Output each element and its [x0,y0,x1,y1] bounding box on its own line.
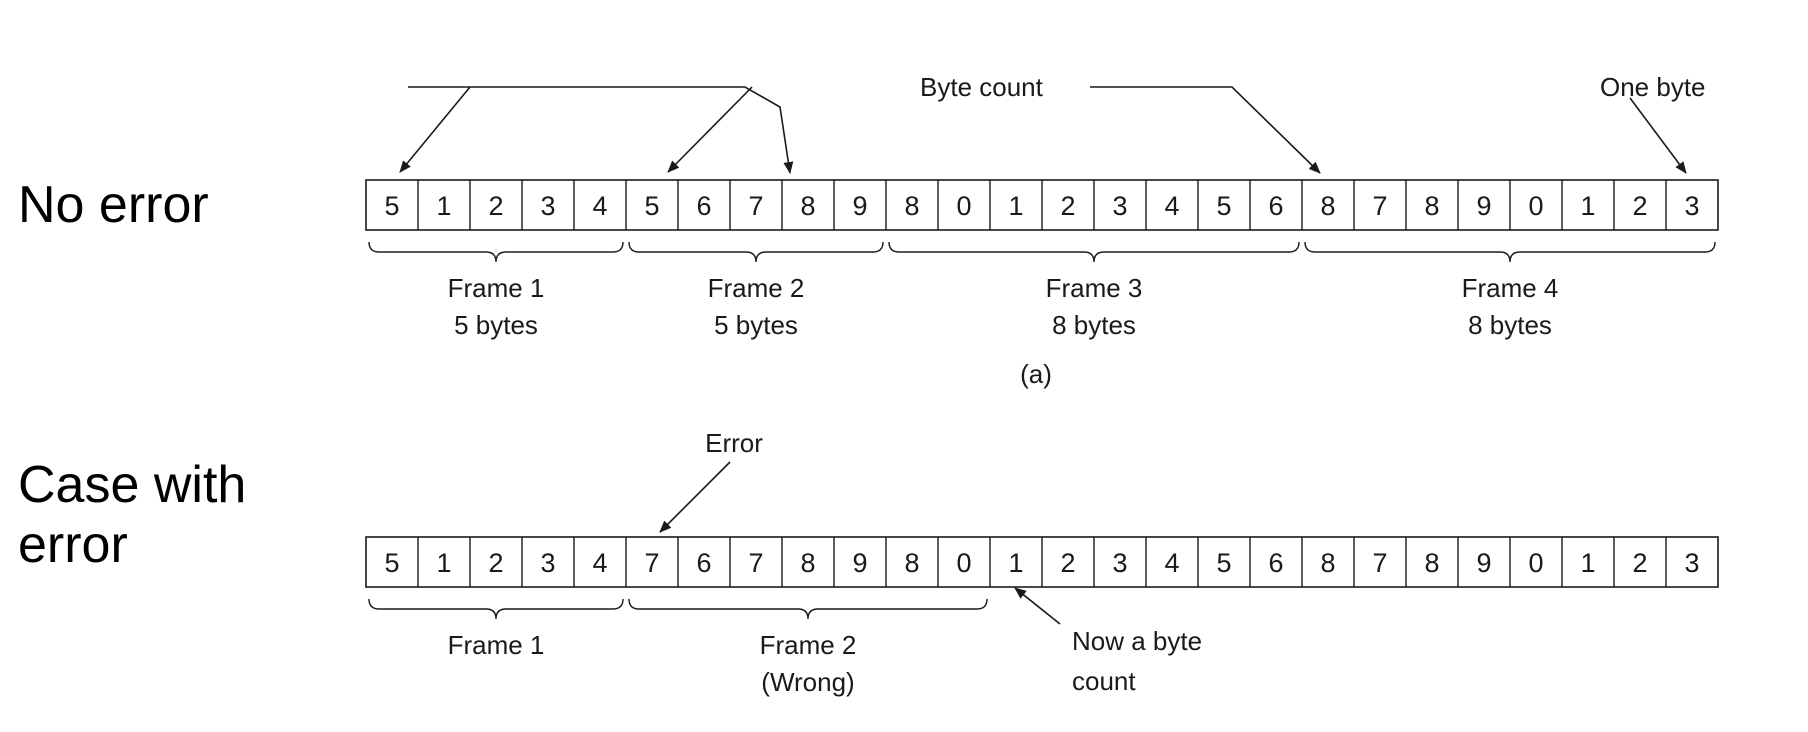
byte-count-pointer-frame2 [408,86,794,174]
row-a-byte-5: 5 [644,191,659,221]
row-b-byte-16: 5 [1216,548,1231,578]
row-a-byte-18: 8 [1320,191,1335,221]
row-b-byte-15: 4 [1164,548,1179,578]
row-b-frame-brace-1 [368,598,624,620]
row-a-byte-7: 7 [748,191,763,221]
row-b-frame-brace-2 [628,598,988,620]
error-pointer [659,461,731,533]
row-a-frame-name-4: Frame 4 [1462,273,1559,303]
row-b-frame-name-2: Frame 2 [760,630,857,660]
row-a-byte-3: 3 [540,191,555,221]
label-case-with-error-line2: error [18,516,128,574]
row-a-frame-size-1: 5 bytes [454,310,538,340]
row-a-frame-size-2: 5 bytes [714,310,798,340]
row-b-frame-name-1: Frame 1 [448,630,545,660]
row-b-byte-2: 2 [488,548,503,578]
row-b-byte-17: 6 [1268,548,1283,578]
row-a-frame-name-3: Frame 3 [1046,273,1143,303]
row-a-byte-24: 2 [1632,191,1647,221]
now-byte-count-pointer [1014,587,1061,625]
row-b-byte-9: 9 [852,548,867,578]
byte-count-pointer-frame4 [1090,86,1321,174]
row-b-byte-6: 6 [696,548,711,578]
now-byte-count-line1: Now a byte [1072,626,1202,656]
row-b-byte-5: 7 [644,548,659,578]
row-b-byte-21: 9 [1476,548,1491,578]
row-a-frame-size-4: 8 bytes [1468,310,1552,340]
row-b-byte-4: 4 [592,548,607,578]
row-b-byte-8: 8 [800,548,815,578]
row-a-frame-name-2: Frame 2 [708,273,805,303]
row-b-byte-18: 8 [1320,548,1335,578]
row-a-frame-brace-4 [1304,241,1716,263]
row-a-byte-21: 9 [1476,191,1491,221]
row-a-byte-6: 6 [696,191,711,221]
row-b-byte-24: 2 [1632,548,1647,578]
row-b-byte-0: 5 [384,548,399,578]
label-no-error: No error [18,176,209,234]
row-a-byte-23: 1 [1580,191,1595,221]
row-a-byte-20: 8 [1424,191,1439,221]
one-byte-label: One byte [1600,72,1706,102]
row-b-byte-19: 7 [1372,548,1387,578]
row-a-byte-11: 0 [956,191,971,221]
row-b-byte-25: 3 [1684,548,1699,578]
row-a-byte-4: 4 [592,191,607,221]
row-b-byte-10: 8 [904,548,919,578]
row-b-byte-22: 0 [1528,548,1543,578]
row-a-frame-brace-3 [888,241,1300,263]
byte-count-pointer-frame2b [667,86,753,173]
row-b-byte-7: 7 [748,548,763,578]
row-a-frame-size-3: 8 bytes [1052,310,1136,340]
row-a-byte-9: 9 [852,191,867,221]
row-a-byte-22: 0 [1528,191,1543,221]
row-a-byte-16: 5 [1216,191,1231,221]
caption-a: (a) [1020,359,1052,389]
row-a-frame-name-1: Frame 1 [448,273,545,303]
row-a-byte-15: 4 [1164,191,1179,221]
row-b-byte-13: 2 [1060,548,1075,578]
row-a-byte-25: 3 [1684,191,1699,221]
now-byte-count-line2: count [1072,666,1136,696]
row-a-byte-10: 8 [904,191,919,221]
row-a-byte-12: 1 [1008,191,1023,221]
row-b-byte-11: 0 [956,548,971,578]
row-a-byte-8: 8 [800,191,815,221]
row-a-byte-19: 7 [1372,191,1387,221]
row-a-byte-17: 6 [1268,191,1283,221]
row-b-byte-14: 3 [1112,548,1127,578]
row-b-byte-3: 3 [540,548,555,578]
row-a-byte-13: 2 [1060,191,1075,221]
byte-count-pointer-frame1 [399,86,471,173]
row-a-byte-2: 2 [488,191,503,221]
row-b-byte-20: 8 [1424,548,1439,578]
row-a-byte-14: 3 [1112,191,1127,221]
row-a-byte-1: 1 [436,191,451,221]
one-byte-pointer [1629,97,1687,174]
row-b-byte-12: 1 [1008,548,1023,578]
row-a-byte-0: 5 [384,191,399,221]
label-case-with-error-line1: Case with [18,456,247,514]
byte-count-label: Byte count [920,72,1044,102]
row-a-frame-brace-1 [368,241,624,263]
row-b-byte-1: 1 [436,548,451,578]
error-label: Error [705,428,763,458]
annotations: Byte count One byte (a) Error Now a byte… [399,72,1706,696]
row-b-byte-23: 1 [1580,548,1595,578]
row-b-frame-size-2: (Wrong) [761,667,854,697]
row-a-frame-brace-2 [628,241,884,263]
